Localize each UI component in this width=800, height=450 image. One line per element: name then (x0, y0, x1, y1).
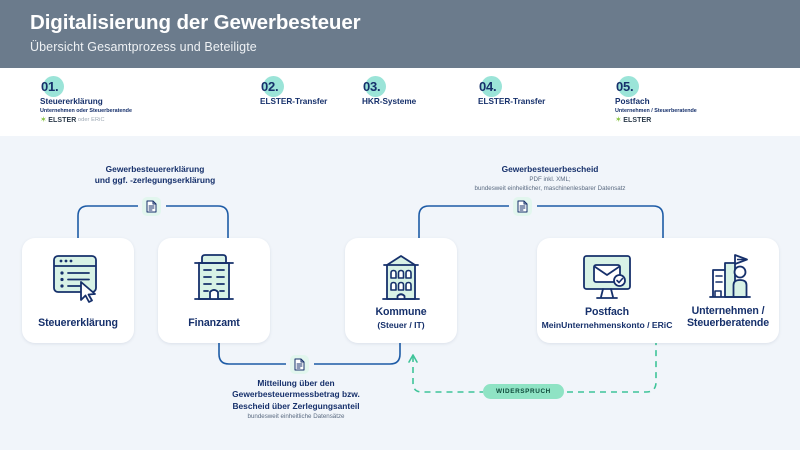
monitor-envelope-check-icon (583, 255, 631, 299)
townhall-building-icon (382, 255, 420, 300)
card-subtitle: (Steuer / IT) (377, 319, 425, 330)
step-subtitle: Unternehmen / Steuerberatende (615, 107, 697, 114)
card-finanzamt[interactable]: Finanzamt (158, 238, 270, 343)
browser-window-list-cursor-icon (53, 255, 97, 303)
page-subtitle: Übersicht Gesamtprozess und Beteiligte (30, 39, 257, 54)
card-caption: Postfach MeinUnternehmenskonto / ERiC (537, 305, 677, 330)
step-01[interactable]: 01. Steuererklärung Unternehmen oder Ste… (40, 76, 132, 124)
step-title: ELSTER-Transfer (478, 97, 546, 106)
label-line-3: Bescheid über Zerlegungsanteil (232, 400, 360, 411)
page-header: Digitalisierung der Gewerbesteuer Übersi… (0, 0, 800, 68)
step-title: Steuererklärung (40, 97, 103, 106)
step-badge-circle (618, 76, 639, 97)
label-line-1: Gewerbesteuerbescheid (501, 164, 599, 174)
card-icon-wrap (345, 252, 457, 304)
step-04[interactable]: 04. ELSTER-Transfer (478, 76, 546, 106)
card-icon-wrap (677, 252, 779, 302)
card-steuererklaerung[interactable]: Steuererklärung (22, 238, 134, 343)
building-person-icon (709, 254, 751, 298)
card-icon-wrap (22, 252, 134, 304)
process-diagram: Gewerbesteuererklärung und ggf. -zerlegu… (0, 136, 800, 450)
card-caption: Kommune (Steuer / IT) (345, 305, 457, 330)
label-note-1: PDF inkl. XML; (529, 176, 571, 184)
step-number: 03. (363, 79, 381, 94)
label-mitteilung-messbetrag: Mitteilung über den Gewerbesteuermessbet… (200, 378, 392, 421)
step-number: 04. (479, 79, 497, 94)
elster-star-icon: ✶ (40, 115, 47, 125)
document-icon (517, 200, 528, 213)
elster-brand-name: ELSTER (623, 116, 652, 124)
widerspruch-label: WIDERSPRUCH (496, 388, 551, 395)
page-title: Digitalisierung der Gewerbesteuer (30, 11, 361, 34)
card-unternehmen[interactable]: Unternehmen / Steuerberatende (677, 238, 779, 343)
elster-brand: ✶ ELSTER (615, 116, 697, 124)
document-icon (146, 200, 157, 213)
step-badge-circle (365, 76, 386, 97)
card-postfach[interactable]: Postfach MeinUnternehmenskonto / ERiC (537, 238, 677, 343)
card-postfach-unternehmen[interactable]: Postfach MeinUnternehmenskonto / ERiC (537, 238, 779, 343)
elster-brand: ✶ ELSTER oder ERiC (40, 116, 132, 124)
label-note: bundesweit einheitliche Datensätze (247, 413, 345, 421)
card-title: Unternehmen / (691, 305, 765, 318)
card-caption: Unternehmen / Steuerberatende (677, 305, 779, 330)
elster-brand-suffix: oder ERiC (77, 117, 105, 124)
card-subtitle: Steuerberatende (686, 317, 770, 330)
card-caption: Steuererklärung (22, 317, 134, 330)
step-02[interactable]: 02. ELSTER-Transfer (260, 76, 328, 106)
doc-badge-bottom (290, 355, 309, 374)
card-title: Postfach (585, 305, 629, 318)
step-subtitle: Unternehmen oder Steuerberatende (40, 107, 132, 114)
doc-badge-top-left (142, 197, 161, 216)
office-building-icon (194, 254, 234, 300)
label-line-1: Mitteilung über den (257, 378, 335, 388)
steps-band: 01. Steuererklärung Unternehmen oder Ste… (0, 68, 800, 136)
card-icon-wrap (158, 252, 270, 304)
elster-brand-name: ELSTER (48, 116, 77, 124)
step-title: ELSTER-Transfer (260, 97, 328, 106)
widerspruch-pill[interactable]: WIDERSPRUCH (483, 384, 564, 399)
step-number: 05. (616, 79, 634, 94)
label-line-1: Gewerbesteuererklärung (105, 164, 205, 174)
label-gewerbesteuerbescheid: Gewerbesteuerbescheid PDF inkl. XML; bun… (400, 164, 700, 193)
card-title: Steuererklärung (38, 317, 118, 330)
label-line-2: Gewerbesteuermessbetrag bzw. (232, 389, 360, 400)
step-05[interactable]: 05. Postfach Unternehmen / Steuerberaten… (615, 76, 697, 124)
step-title: HKR-Systeme (362, 97, 417, 106)
label-line-2: und ggf. -zerlegungserklärung (94, 175, 216, 186)
label-gewerbesteuererklaerung: Gewerbesteuererklärung und ggf. -zerlegu… (60, 164, 250, 187)
card-caption: Finanzamt (158, 317, 270, 330)
document-icon (294, 358, 305, 371)
step-number: 01. (41, 79, 59, 94)
label-note-2: bundesweit einheitlicher, maschinenlesba… (474, 185, 626, 193)
card-icon-wrap (537, 252, 677, 302)
card-subtitle: MeinUnternehmenskonto / ERiC (541, 319, 673, 330)
step-03[interactable]: 03. HKR-Systeme (362, 76, 417, 106)
step-badge-circle (263, 76, 284, 97)
step-badge-circle (43, 76, 64, 97)
connector-lines (77, 205, 664, 393)
step-title: Postfach (615, 97, 650, 106)
card-title: Kommune (375, 305, 427, 318)
step-badge-circle (481, 76, 502, 97)
doc-badge-top-right (513, 197, 532, 216)
card-kommune[interactable]: Kommune (Steuer / IT) (345, 238, 457, 343)
step-number: 02. (261, 79, 279, 94)
card-title: Finanzamt (188, 317, 240, 330)
elster-star-icon: ✶ (615, 115, 622, 125)
